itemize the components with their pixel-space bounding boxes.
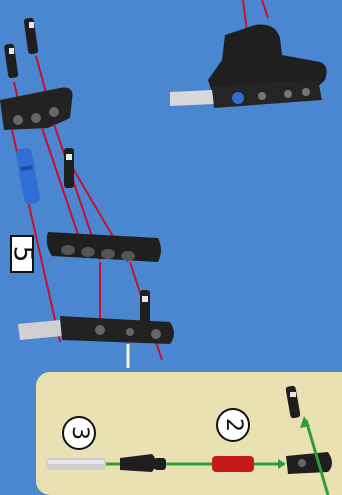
step-number-box: 5 xyxy=(10,235,34,273)
blue-axle-pin xyxy=(15,147,40,205)
axle-beam-lower xyxy=(18,316,174,368)
sub-step-badge-3: 3 xyxy=(62,416,96,450)
step-number: 5 xyxy=(9,246,35,263)
sub-step-badge-2: 2 xyxy=(216,408,250,442)
bent-beam-top xyxy=(0,88,73,131)
pins-top xyxy=(4,17,48,100)
pin-middle xyxy=(64,148,74,188)
sub-assembly-callout: 3 2 xyxy=(36,372,342,495)
assembly-scene xyxy=(0,0,342,372)
pin-lower xyxy=(140,290,150,324)
previous-assembly xyxy=(170,0,327,108)
straight-beam xyxy=(47,232,161,262)
